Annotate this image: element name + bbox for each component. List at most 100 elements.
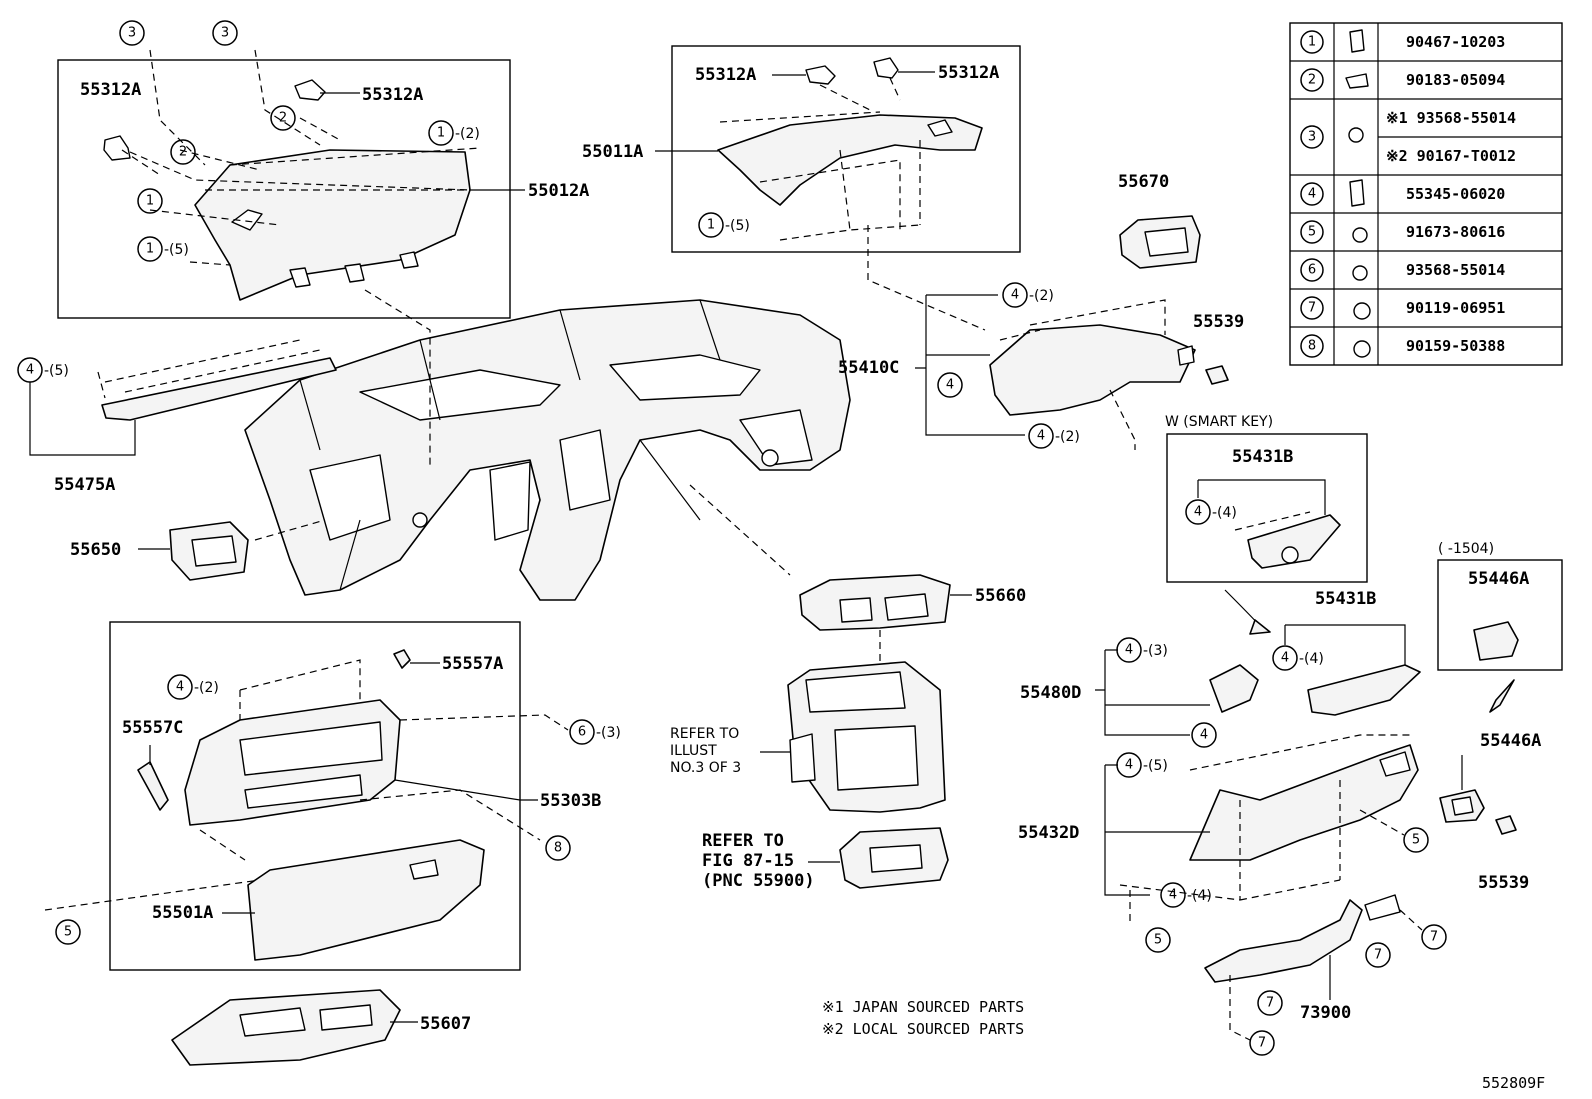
callout-1 — [137, 188, 163, 214]
clip-55539 — [1205, 365, 1229, 385]
callout-text: 6 — [578, 725, 586, 740]
group-glove-box: 55557A 55557C 55303B 4 -(2) 6 -(3) 8 5 5… — [44, 621, 621, 971]
part-73900-label: 73900 — [1300, 1003, 1351, 1023]
part-55557A-label: 55557A — [442, 654, 503, 674]
frame-opening — [609, 354, 761, 401]
callout-qty: -(4) — [1187, 888, 1212, 904]
table-index: 6 — [1308, 263, 1316, 278]
upper-panel-part — [194, 149, 471, 301]
group-55475A: 4 -(5) 55475A — [17, 339, 337, 495]
callout-text: 5 — [1412, 833, 1420, 848]
callout-text: 8 — [554, 841, 562, 856]
table-index: 8 — [1308, 339, 1316, 354]
clip-55312A-a — [805, 65, 836, 85]
callout-4 — [1116, 752, 1142, 778]
frame-bracket — [559, 429, 611, 511]
arrow-icon — [1489, 679, 1515, 713]
group-55670: 55670 — [1118, 172, 1201, 269]
callout-3 — [212, 20, 238, 46]
callout-qty: -(2) — [455, 126, 480, 142]
table-part-number: 90467-10203 — [1406, 33, 1505, 51]
table-part-number: ※1 93568-55014 — [1386, 109, 1516, 127]
part-55312A-label-2: 55312A — [362, 85, 423, 105]
part-55480D-label: 55480D — [1020, 683, 1081, 703]
group-55410C: 55410C 4 -(2) 4 4 -(2) — [838, 282, 1196, 450]
callout-5 — [55, 919, 81, 945]
callout-text: 3 — [128, 26, 136, 41]
upper-panel-center-part — [717, 114, 983, 206]
callout-qty: -(4) — [1299, 651, 1324, 667]
screw-icon — [1353, 340, 1371, 358]
part-55557C-label: 55557C — [122, 718, 183, 738]
frame-bracket — [489, 461, 531, 541]
lower-panel-55480D — [1209, 664, 1259, 713]
table-part-number: 90183-05094 — [1406, 71, 1505, 89]
callout-text: 1 — [437, 126, 445, 141]
part-55607-label: 55607 — [420, 1014, 471, 1034]
group-55011A: 55312A 55312A 55011A 1 -(5) — [582, 45, 1021, 253]
lower-panel-55432D — [1189, 744, 1419, 861]
part-55446A-label-1: 55446A — [1468, 569, 1529, 589]
group-55446A: ( -1504) 55446A 55446A 55539 — [1437, 541, 1563, 893]
callout-text: 4 — [1125, 643, 1133, 658]
part-55539-label-2: 55539 — [1478, 873, 1529, 893]
vent-opening — [927, 119, 953, 137]
refer-fig-line1: REFER TO — [702, 831, 784, 851]
box-55446A — [1437, 559, 1563, 671]
table-index-circle — [1300, 125, 1324, 149]
frame-bracket — [739, 409, 813, 466]
clip-55312A-left — [103, 135, 131, 161]
box-smart-key — [1166, 433, 1368, 583]
callout-text: 5 — [1154, 933, 1162, 948]
callout-7 — [1365, 942, 1391, 968]
callout-text: 1 — [707, 218, 715, 233]
callout-1 — [428, 120, 454, 146]
clip-55312A-b — [873, 57, 899, 79]
callout-5 — [1145, 927, 1171, 953]
callout-7 — [1257, 990, 1283, 1016]
part-55431B-label-1: 55431B — [1232, 447, 1293, 467]
clip-icon — [1349, 179, 1365, 207]
callout-text: 4 — [1194, 505, 1202, 520]
frame-hole — [412, 512, 428, 528]
screw-icon — [1348, 127, 1364, 143]
callout-1 — [698, 212, 724, 238]
callout-4 — [1028, 423, 1054, 449]
clip-icon — [1349, 29, 1365, 53]
callout-text: 2 — [179, 145, 187, 160]
table-index: 4 — [1308, 187, 1316, 202]
panel-opening — [1379, 751, 1411, 777]
frame-bracket — [309, 454, 391, 541]
vent-grille-right — [884, 593, 929, 621]
part-55660-label: 55660 — [975, 586, 1026, 606]
callout-text: 3 — [221, 26, 229, 41]
group-55012A: 55312A 55312A 55012A 3 3 2 2 1 -(2) 1 1 … — [57, 20, 589, 319]
box-glove-box — [109, 621, 521, 971]
part-55303B-label: 55303B — [540, 791, 601, 811]
part-55650-label: 55650 — [70, 540, 121, 560]
callout-text: 7 — [1374, 948, 1382, 963]
display-opening — [834, 725, 919, 791]
side-unit — [789, 733, 816, 783]
clip-slot — [399, 251, 419, 269]
part-55446A-label-2: 55446A — [1480, 731, 1541, 751]
arrow-icon — [1249, 619, 1271, 635]
range-label: ( -1504) — [1438, 541, 1494, 557]
callout-7 — [1421, 924, 1447, 950]
frame-lower-inner — [244, 774, 363, 809]
part-55670-label: 55670 — [1118, 172, 1169, 192]
switch-base-55446A — [1473, 621, 1519, 661]
bracket-tab — [1364, 894, 1401, 921]
refer-illust-line1: REFER TO — [670, 726, 739, 742]
callout-2 — [270, 105, 296, 131]
lower-cover-smartkey — [1247, 514, 1341, 569]
callout-text: 7 — [1430, 930, 1438, 945]
callout-qty: -(2) — [194, 680, 219, 696]
box-55011A — [671, 45, 1021, 253]
box-55012A — [57, 59, 511, 319]
part-55312A-label-4: 55312A — [938, 63, 999, 83]
frame-hole — [761, 449, 779, 467]
center-vent-55660 — [799, 574, 951, 631]
part-55431B-label-2: 55431B — [1315, 589, 1376, 609]
